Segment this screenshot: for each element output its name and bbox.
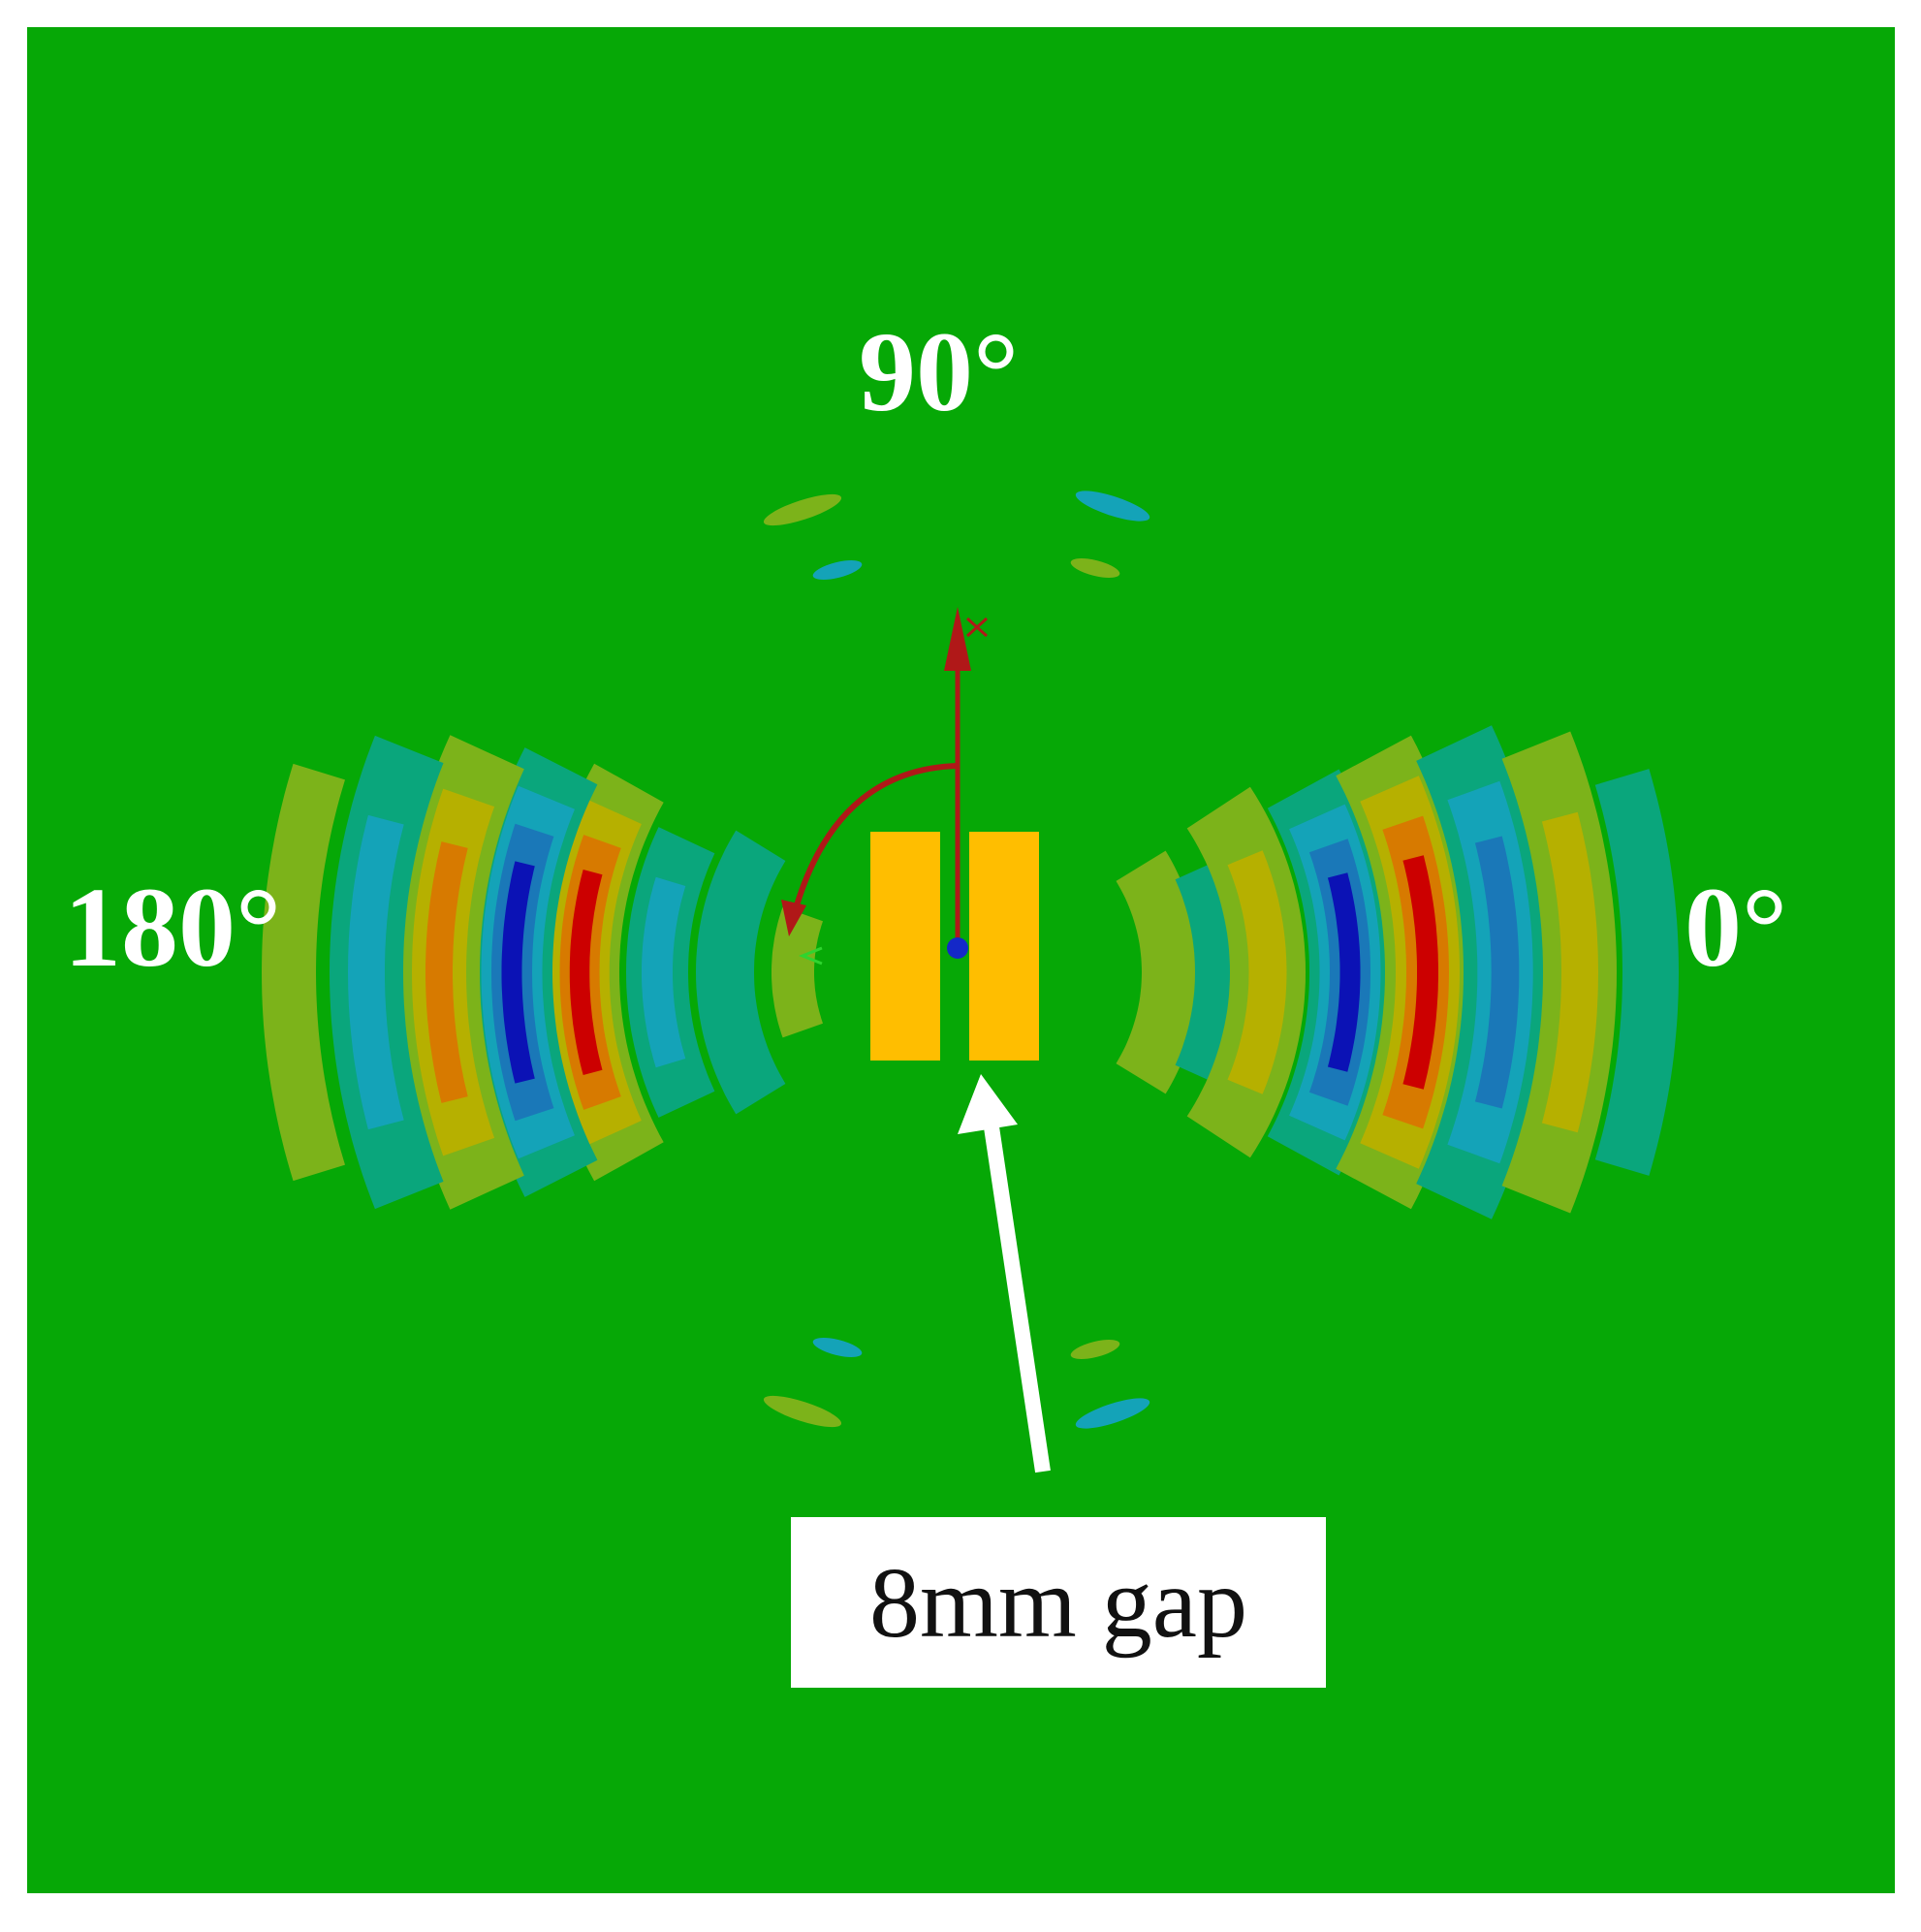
field-contour	[1594, 769, 1679, 1176]
gap-arrow-head	[958, 1074, 1018, 1134]
field-plot	[27, 27, 1895, 1893]
field-fringe	[763, 1395, 842, 1428]
field-lobe	[330, 735, 444, 1210]
rotation-arc	[790, 763, 959, 920]
field-fringe	[1070, 1340, 1120, 1359]
field-contour	[569, 870, 603, 1075]
field-lobe	[696, 830, 786, 1115]
field-contour-svg	[262, 491, 1679, 1473]
field-contour	[1402, 855, 1438, 1090]
field-fringe	[812, 560, 863, 580]
field-contour	[1327, 872, 1361, 1072]
field-contour	[491, 823, 554, 1122]
field-contour	[412, 788, 495, 1156]
antenna-plate-left	[870, 832, 940, 1061]
field-lobes	[262, 491, 1679, 1429]
field-fringe	[812, 1338, 863, 1357]
gap-annotation-label: 8mm gap	[869, 1546, 1247, 1659]
angle-label-180: 180°	[64, 864, 282, 991]
gap-arrow-shaft	[983, 1119, 1051, 1473]
field-contour	[425, 841, 468, 1103]
gap-arrow	[958, 1074, 1051, 1473]
axis-markers	[781, 607, 989, 966]
field-lobe	[1267, 769, 1391, 1176]
field-lobe	[626, 827, 715, 1118]
field-fringe	[1075, 491, 1150, 522]
angle-label-0: 0°	[1685, 864, 1788, 991]
field-contour	[1501, 731, 1617, 1214]
rotation-arrowhead	[781, 900, 806, 936]
field-contour	[1474, 836, 1520, 1109]
field-contour	[1447, 780, 1533, 1164]
field-lobe	[398, 735, 524, 1210]
antenna-plate-right	[969, 832, 1039, 1061]
field-contour	[696, 830, 786, 1115]
field-contour	[772, 906, 823, 1038]
field-lobe	[1416, 725, 1547, 1219]
field-contour	[1227, 850, 1287, 1094]
field-contour	[642, 876, 686, 1068]
field-contour	[1116, 850, 1200, 1094]
field-contour	[1382, 815, 1449, 1129]
field-contour	[1541, 811, 1598, 1133]
field-fringe	[1075, 1398, 1150, 1429]
field-contour	[559, 835, 621, 1110]
gap-annotation-box: 8mm gap	[791, 1517, 1326, 1688]
field-contour	[348, 814, 404, 1130]
field-contour	[262, 763, 345, 1182]
field-lobe	[1336, 735, 1470, 1210]
x-axis-end-mark	[965, 617, 989, 638]
antenna-plates	[870, 832, 1039, 1061]
field-lobe	[1186, 786, 1306, 1158]
field-lobe	[772, 906, 823, 1038]
field-contour	[1186, 786, 1306, 1158]
y-axis-marker	[798, 946, 823, 966]
field-fringe	[1070, 558, 1120, 578]
angle-label-90: 90°	[859, 308, 1020, 435]
field-lobe	[262, 763, 345, 1182]
field-lobe	[1594, 769, 1679, 1176]
field-lobe	[471, 747, 598, 1197]
field-contour	[330, 735, 444, 1210]
x-axis-arrowhead	[944, 607, 971, 671]
field-contour	[501, 861, 535, 1084]
origin-marker	[947, 937, 968, 959]
field-lobe	[540, 763, 664, 1182]
field-lobe	[1116, 850, 1200, 1094]
field-fringe	[763, 493, 842, 526]
field-lobe	[1501, 731, 1617, 1214]
field-contour	[1308, 839, 1370, 1106]
